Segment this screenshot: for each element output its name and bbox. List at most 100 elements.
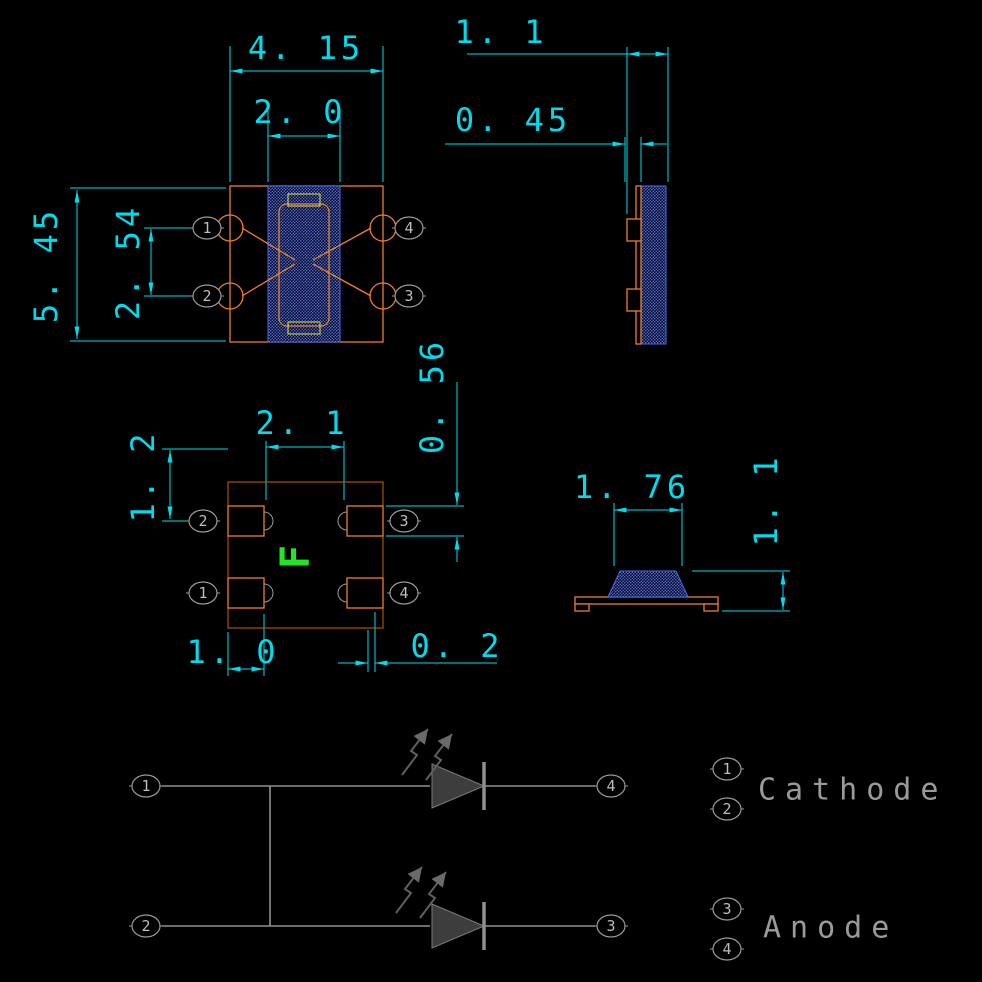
pin-number: 2 (722, 800, 731, 818)
balloon-circle (712, 797, 742, 821)
emission-arrow (419, 871, 447, 919)
balloon-circle (596, 914, 626, 938)
pin-balloon-sch-3: 3 (594, 914, 628, 938)
dim-pad-width: 1. 0 (186, 614, 279, 676)
dim-footprint-inner-width: 2. 1 (255, 404, 348, 500)
pin-balloon-legend-1: 1 (710, 757, 744, 781)
balloon-circle (389, 581, 419, 605)
lens-trapezoid (607, 570, 689, 598)
dim-label-lens-width: 1. 76 (574, 468, 690, 506)
dim-label-edge-gap: 0. 2 (410, 627, 503, 665)
balloon-circle (712, 897, 742, 921)
pad-top-left (227, 505, 265, 537)
balloon-circle (131, 774, 161, 798)
pin-number: 2 (198, 512, 207, 530)
balloon-circle (192, 284, 222, 308)
pad-bottom-left (227, 577, 265, 609)
dim-overall-thickness: 1. 1 (454, 13, 669, 214)
pin-number: 3 (399, 512, 408, 530)
balloon-circle (389, 509, 419, 533)
emission-arrow (425, 733, 453, 781)
led-chip-outline (278, 203, 330, 327)
pin-number: 1 (198, 584, 207, 602)
pin-number: 1 (722, 760, 731, 778)
dim-overall-height: 5. 45 (27, 187, 226, 342)
pin-number: 4 (606, 777, 615, 795)
dim-label-inner-width: 2. 0 (253, 93, 346, 131)
balloon-circle (394, 216, 424, 240)
dim-profile-height: 1. 1 (692, 453, 790, 612)
bond-wire (241, 227, 296, 261)
balloon-circle (394, 284, 424, 308)
dim-pin-pitch: 2. 54 (109, 204, 191, 320)
dim-label-footprint-inner-width: 2. 1 (255, 404, 348, 442)
die-pad-top (287, 193, 321, 207)
dim-overall-width: 4. 15 (229, 29, 384, 182)
cathode-label: Cathode (758, 773, 947, 808)
dim-label-pin-pitch: 2. 54 (109, 204, 147, 320)
side-body-hatched (640, 185, 667, 345)
bond-wire (312, 263, 372, 297)
pin-balloon-front-2: 2 (190, 284, 224, 308)
dim-label-profile-height: 1. 1 (747, 453, 785, 546)
led-symbol-bottom (431, 903, 486, 949)
leadframe-foot-left (574, 603, 590, 612)
pin-balloon-sch-4: 4 (594, 774, 628, 798)
side-leadframe-strip (635, 185, 642, 345)
pin-number: 3 (606, 917, 615, 935)
pin-balloon-front-3: 3 (392, 284, 426, 308)
leadframe-foot-right (703, 603, 719, 612)
pin-balloon-sch-1: 1 (129, 774, 163, 798)
pin-number: 4 (399, 584, 408, 602)
front-view: 4. 15 2. 0 5. 45 2. 54 (27, 29, 426, 343)
balloon-circle (596, 774, 626, 798)
balloon-circle (188, 581, 218, 605)
dim-label-pad-width: 1. 0 (186, 633, 279, 671)
balloon-circle (712, 757, 742, 781)
pin-number: 4 (404, 219, 413, 237)
led-symbol-top (431, 763, 486, 809)
pin-number: 1 (141, 777, 150, 795)
bond-wire (312, 227, 372, 261)
balloon-circle (131, 914, 161, 938)
pad-notch (337, 583, 348, 603)
legend-anode: 3 4 Anode (710, 897, 889, 961)
dim-label-row-offset: 1. 2 (124, 429, 162, 522)
dim-edge-gap: 0. 2 (338, 612, 503, 672)
legend-cathode: 1 2 Cathode (710, 757, 947, 821)
dim-label-overall-height: 5. 45 (27, 207, 65, 323)
pin-number: 3 (404, 287, 413, 305)
side-view: 1. 1 0. 45 (445, 13, 669, 345)
bond-wire (241, 263, 296, 297)
pin-number: 4 (722, 940, 731, 958)
side-lead-bottom (626, 288, 642, 312)
pin-number: 1 (202, 219, 211, 237)
dim-lead-thickness: 0. 45 (445, 101, 667, 182)
pin-balloon-front-1: 1 (190, 216, 224, 240)
side-lead-top (626, 218, 642, 242)
pad-notch (263, 583, 274, 603)
pin-balloon-sch-2: 2 (129, 914, 163, 938)
pin-balloon-foot-2: 2 (186, 509, 220, 533)
footprint-view: 2. 1 0. 56 1. 2 1. 0 0. 2 (124, 338, 503, 676)
profile-view: 1. 76 1. 1 (574, 453, 790, 612)
pad-notch (263, 511, 274, 531)
leadframe-strip (574, 596, 719, 605)
dim-label-pad-height: 0. 56 (413, 338, 451, 454)
balloon-circle (192, 216, 222, 240)
pin-balloon-foot-3: 3 (387, 509, 421, 533)
pad-bottom-right (346, 577, 384, 609)
pad-top-right (346, 505, 384, 537)
polarity-mark: F (273, 545, 319, 569)
pin-balloon-foot-4: 4 (387, 581, 421, 605)
pad-notch (337, 511, 348, 531)
schematic: 1 4 2 3 1 2 (129, 728, 947, 961)
pin-balloon-legend-2: 2 (710, 797, 744, 821)
emission-arrow (401, 728, 429, 776)
balloon-circle (188, 509, 218, 533)
pin-balloon-front-4: 4 (392, 216, 426, 240)
footprint-body-outline (227, 481, 384, 629)
package-hatched-core (267, 185, 341, 343)
